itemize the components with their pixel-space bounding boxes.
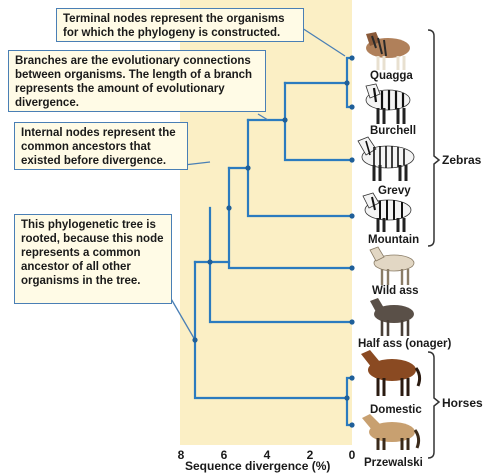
callout-terminal-nodes: Terminal nodes represent the organisms f… [56,8,304,42]
leaf-label-domestic: Domestic [370,404,422,416]
terminal-node-grevy [349,157,354,162]
root-node [192,337,197,342]
domestic-horse-icon [361,350,420,396]
zebras-bracket [428,30,439,246]
terminal-node-quagga [349,55,354,60]
axis-label: Sequence divergence (%) [185,459,330,473]
leaf-label-quagga: Quagga [370,70,413,82]
wild-ass-icon [370,247,414,285]
internal-node-nonhorse [207,259,212,264]
quagga-icon [366,32,410,70]
terminal-node-przewalski [349,422,354,427]
leaf-label-mountain: Mountain [368,234,419,246]
terminal-node-mountain [349,213,354,218]
leaf-label-przewalski: Przewalski [364,457,423,469]
callout-branches: Branches are the evolutionary connection… [8,50,266,112]
burchell-zebra-icon [366,84,410,124]
axis-tick-8: 8 [178,448,185,462]
internal-node-horses [344,395,349,400]
terminal-node-burchell [349,104,354,109]
leaf-label-grevy: Grevy [378,185,411,197]
internal-node-zebras [245,165,250,170]
axis-tick-0: 0 [349,448,356,462]
group-label-horses: Horses [442,396,483,410]
przewalski-horse-icon [362,414,419,450]
onager-icon [370,298,414,336]
group-label-zebras: Zebras [442,153,481,167]
terminal-node-onager [349,319,354,324]
leaf-label-burchell: Burchell [370,125,416,137]
terminal-node-domestic [349,375,354,380]
callout-internal-nodes: Internal nodes represent the common ance… [14,122,188,170]
callout-rooted: This phylogenetic tree is rooted, becaus… [14,214,172,304]
mountain-zebra-icon [363,193,411,232]
internal-node-qbg [282,117,287,122]
leaf-label-onager: Half ass (onager) [358,338,451,350]
internal-node-ass-zebra [226,205,231,210]
internal-node-qb [344,80,349,85]
horses-bracket [428,352,439,458]
grevy-zebra-icon [358,137,414,181]
terminal-node-wild-ass [349,265,354,270]
leaf-label-wild-ass: Wild ass [372,285,419,297]
